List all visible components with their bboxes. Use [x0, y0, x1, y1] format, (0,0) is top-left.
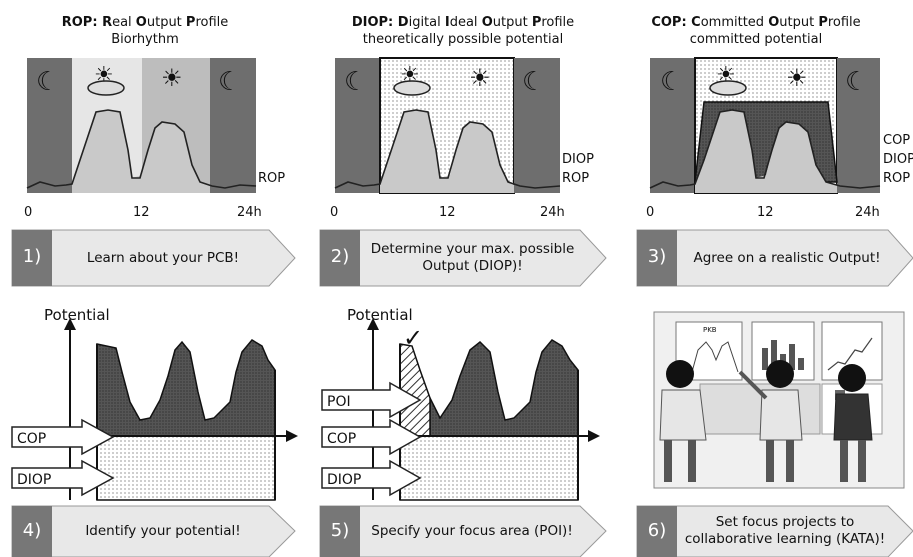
svg-text:DIOP: DIOP — [327, 472, 361, 488]
panel3-title: COP: Committed Output Profile committed … — [651, 15, 861, 47]
tick-label: 0 — [24, 205, 32, 220]
step-text: Specify your focus area (POI)! — [371, 523, 573, 539]
step-number: 2) — [330, 246, 350, 267]
svg-text:COP: COP — [17, 431, 46, 447]
tick-label: 24h — [237, 205, 262, 220]
step-banner-1 — [11, 229, 296, 287]
title-initial: R — [102, 15, 113, 30]
sun-icon: ☀ — [469, 64, 491, 92]
title-initial: P — [185, 15, 196, 30]
moon-icon: ☾ — [522, 67, 545, 97]
title-initial: O — [135, 15, 147, 30]
panel2-title: DIOP: Digital Ideal Output Profile theor… — [351, 15, 575, 47]
series-label: ROP — [883, 171, 910, 186]
tick-label: 24h — [855, 205, 880, 220]
step-text: Determine your max. possible Output (DIO… — [370, 241, 575, 274]
checkmark-icon: ✓ — [403, 324, 423, 352]
step-number: 3) — [647, 246, 667, 267]
sun-cloud-icon: ☀ — [393, 63, 431, 96]
person-1 — [659, 360, 707, 482]
step-number: 5) — [330, 520, 350, 541]
diop-arrow: DIOP — [321, 459, 422, 497]
series-label: ROP — [258, 171, 285, 186]
panel1-title: ROP: Real Output Profile Biorhythm — [61, 15, 229, 47]
title-word-rest: deal — [449, 15, 482, 30]
rop-line — [26, 109, 257, 189]
step-text: Agree on a realistic Output! — [693, 250, 881, 266]
tick-label: 12 — [757, 205, 774, 220]
title-initial: O — [481, 15, 493, 30]
title-word-rest: rofile — [541, 15, 575, 30]
person-3 — [833, 364, 873, 482]
series-label: DIOP — [562, 152, 594, 167]
title-word-rest: ommitted — [700, 15, 769, 30]
step-number: 6) — [647, 520, 667, 541]
step-banner-5 — [319, 505, 607, 557]
y-axis-label: Potential — [44, 306, 110, 324]
sun-cloud-icon: ☀ — [709, 63, 747, 96]
title-word-rest: igital — [408, 15, 445, 30]
title-word-rest: utput — [492, 15, 532, 30]
sun-icon: ☀ — [786, 64, 808, 92]
panel5-focus-chart: Potential ✓ POI COP DIOP — [321, 306, 600, 501]
poi-area — [399, 343, 431, 437]
step-number: 1) — [22, 246, 42, 267]
title-initial: P — [818, 15, 828, 30]
moon-icon: ☾ — [845, 67, 868, 97]
panel3-cop-chart: ☾ ☾ ☀ ☀ COP DIOP ROP 0 12 24h — [646, 57, 913, 220]
diop-arrow: DIOP — [11, 459, 115, 497]
series-label: COP — [883, 133, 910, 148]
tick-label: 0 — [646, 205, 654, 220]
title-initial: I — [444, 15, 450, 30]
poi-arrow: POI — [321, 381, 422, 419]
title-word-rest: utput — [146, 15, 186, 30]
moon-icon: ☾ — [660, 67, 683, 97]
title-word-rest: eal — [112, 15, 136, 30]
title-initial: P — [531, 15, 542, 30]
moon-icon: ☾ — [36, 67, 59, 97]
step-text: Identify your potential! — [85, 523, 241, 539]
panel4-potential-chart: Potential COP DIOP — [11, 306, 298, 501]
panel2-diop-chart: ☾ ☾ ☀ ☀ DIOP ROP 0 12 24h — [330, 57, 594, 220]
moon-icon: ☾ — [344, 67, 367, 97]
title-initial: C — [691, 15, 701, 30]
tick-label: 24h — [540, 205, 565, 220]
title-word-rest: rofile — [195, 15, 229, 30]
moon-icon: ☾ — [218, 67, 241, 97]
title-word-rest: utput — [779, 15, 819, 30]
step-text: Learn about your PCB! — [86, 250, 240, 266]
step-text: Set focus projects to collaborative lear… — [684, 514, 886, 547]
tick-label: 0 — [330, 205, 338, 220]
title-initial: O — [768, 15, 780, 30]
rop-fill — [72, 110, 210, 193]
person-2 — [738, 360, 803, 482]
tick-label: 12 — [439, 205, 456, 220]
step-banner-4 — [11, 505, 296, 557]
potential-area — [96, 339, 276, 437]
series-label: DIOP — [883, 152, 913, 167]
panel1-rop-chart: ☾ ☾ ☀ ☀ ROP 0 12 24h — [24, 58, 285, 220]
svg-text:PKB: PKB — [703, 326, 717, 334]
series-label: ROP — [562, 171, 589, 186]
title-initial: D — [397, 15, 409, 30]
step-banner-2 — [319, 229, 607, 287]
svg-text:COP: COP — [327, 431, 356, 447]
sun-icon: ☀ — [161, 64, 183, 92]
y-axis-label: Potential — [347, 306, 413, 324]
svg-text:POI: POI — [327, 394, 351, 410]
title-word-rest: rofile — [827, 15, 861, 30]
svg-text:DIOP: DIOP — [17, 472, 51, 488]
panel6-team-illustration: PKB — [653, 311, 905, 489]
cop-arrow: COP — [11, 418, 115, 456]
step-banner-6 — [636, 505, 913, 557]
step-number: 4) — [22, 520, 42, 541]
step-banner-3 — [636, 229, 913, 287]
cop-arrow: COP — [321, 418, 422, 456]
tick-label: 12 — [133, 205, 150, 220]
sun-cloud-icon: ☀ — [87, 63, 125, 96]
